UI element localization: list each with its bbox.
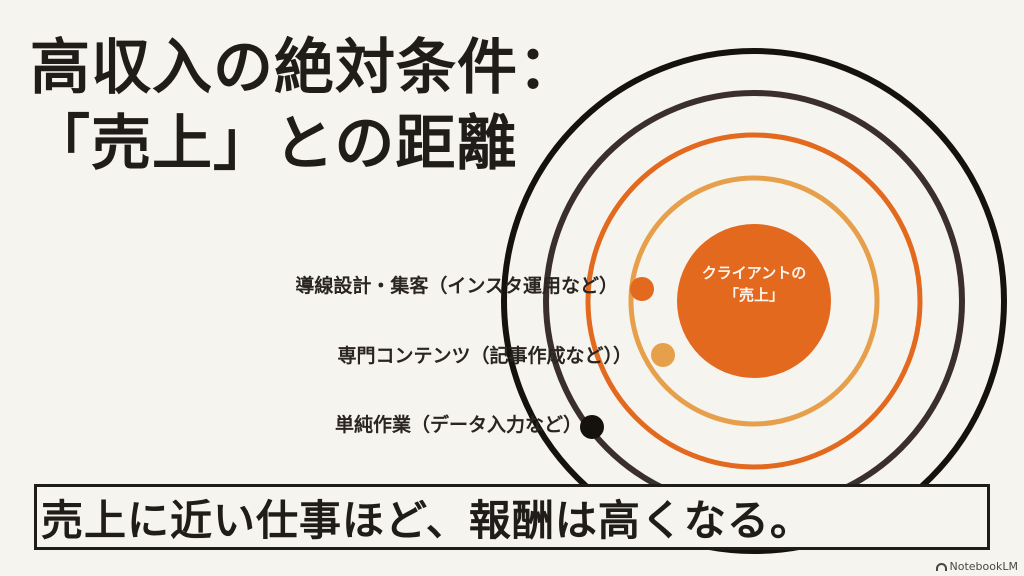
dot-simple (580, 415, 604, 439)
label-expert-content: 専門コンテンツ（記事作成など）） (337, 345, 632, 367)
dot-sales (630, 277, 654, 301)
core-label-line-2: 「売上」 (723, 286, 784, 304)
core-circle (677, 224, 831, 378)
page-title: 高収入の絶対条件： 「売上」との距離 (30, 30, 579, 182)
watermark: NotebookLM (935, 560, 1018, 573)
conclusion-text: 売上に近い仕事ほど、報酬は高くなる。 (41, 495, 813, 545)
title-line-1: 高収入の絶対条件： (30, 33, 579, 103)
core-label-line-1: クライアントの (701, 264, 807, 282)
label-simple-work: 単純作業（データ入力など） (334, 414, 582, 436)
conclusion-box: 売上に近い仕事ほど、報酬は高くなる。 (34, 484, 990, 550)
notebooklm-logo-icon (935, 562, 947, 571)
label-sales-funnel: 導線設計・集客（インスタ運用など） (295, 275, 618, 297)
watermark-text: NotebookLM (949, 560, 1018, 573)
title-line-2: 「売上」との距離 (30, 109, 518, 179)
ring-second (585, 132, 923, 470)
ring-outer (501, 48, 1007, 554)
ring-inner (628, 175, 880, 427)
dot-content (651, 343, 675, 367)
core-label: クライアントの 「売上」 (684, 262, 824, 306)
